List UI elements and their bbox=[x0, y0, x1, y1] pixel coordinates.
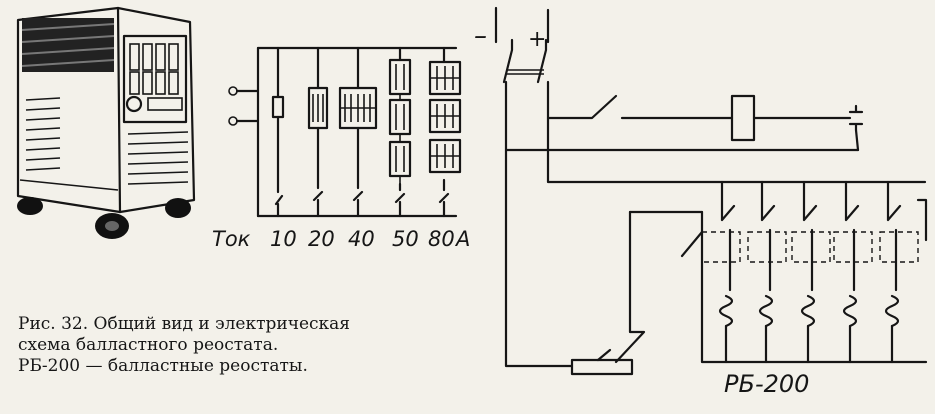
current-unit: А bbox=[454, 227, 470, 251]
figure-caption: Рис. 32. Общий вид и электрическая схема… bbox=[18, 314, 488, 377]
parallel-resistor-schematic: Ток 10 20 40 50 80 А bbox=[212, 46, 470, 251]
resistor-20A bbox=[307, 86, 329, 130]
current-value-10: 10 bbox=[270, 227, 297, 251]
current-value-20: 20 bbox=[308, 227, 335, 251]
workpiece bbox=[570, 358, 634, 376]
pushbutton bbox=[848, 104, 864, 132]
resistor-10A bbox=[271, 95, 285, 119]
caption-line-3: РБ-200 — балластные реостаты. bbox=[18, 356, 308, 376]
rb200-unit-2 bbox=[747, 180, 787, 364]
welding-circuit-schematic: – + bbox=[474, 6, 928, 398]
current-value-80: 80 bbox=[428, 227, 455, 251]
rheostat-label: РБ-200 bbox=[724, 370, 809, 398]
rheostat-device-illustration bbox=[16, 6, 196, 239]
current-value-40: 40 bbox=[348, 227, 375, 251]
relay-coil bbox=[730, 94, 756, 142]
rb200-unit-5 bbox=[879, 180, 928, 364]
resistor-50A bbox=[388, 58, 412, 184]
minus-sign: – bbox=[474, 21, 487, 51]
current-label: Ток bbox=[212, 227, 251, 251]
round-knob bbox=[125, 95, 143, 113]
rb200-unit-3 bbox=[791, 180, 831, 364]
rb200-unit-1 bbox=[701, 180, 741, 364]
wheels bbox=[17, 197, 191, 239]
switch-row bbox=[129, 43, 179, 95]
current-value-50: 50 bbox=[392, 227, 419, 251]
main-switch bbox=[502, 38, 548, 84]
caption-line-2: схема балластного реостата. bbox=[18, 335, 279, 355]
caption-line-1: Рис. 32. Общий вид и электрическая bbox=[18, 314, 351, 334]
front-panel bbox=[122, 34, 188, 124]
input-terminal-1 bbox=[228, 86, 238, 96]
side-louvres bbox=[25, 97, 61, 171]
terminal-block bbox=[147, 97, 183, 111]
plus-sign: + bbox=[528, 27, 546, 52]
rb200-unit-4 bbox=[833, 180, 873, 364]
input-terminal-2 bbox=[228, 116, 238, 126]
resistor-80A bbox=[428, 60, 462, 174]
